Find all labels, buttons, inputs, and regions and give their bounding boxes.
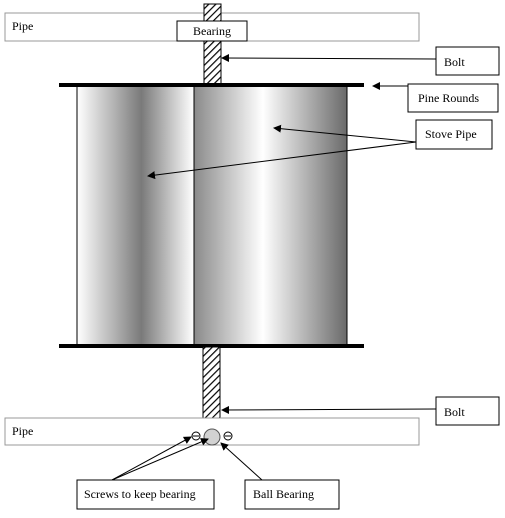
bolt-bottom-label: Bolt — [444, 405, 465, 419]
bolt-top-callout — [435, 46, 500, 76]
bolt-bottom-leader — [221, 405, 437, 414]
stove-pipe-right-half — [193, 84, 348, 347]
bolt-top-leader — [221, 54, 437, 63]
bolt-top-shaft — [203, 3, 222, 85]
bolt-bottom-callout — [435, 396, 500, 426]
ball-bearing-icon — [203, 428, 221, 446]
screws-label: Screws to keep bearing — [84, 487, 196, 501]
stove-pipe-callout — [415, 119, 493, 150]
stove-pipe-leader-left — [147, 141, 417, 180]
stove-pipe-label: Stove Pipe — [425, 127, 477, 141]
screws-leader-right — [111, 438, 209, 481]
ball-bearing-callout — [244, 479, 340, 510]
stove-pipe-leader-right — [273, 124, 417, 143]
pipe-top-label: Pipe — [12, 19, 33, 33]
pine-rounds-label: Pine Rounds — [418, 91, 479, 105]
bolt-bottom-shaft — [202, 346, 221, 430]
ball-bearing-leader — [220, 442, 263, 481]
screws-leader-left — [111, 436, 192, 481]
screws-callout — [76, 479, 215, 510]
bearing-box — [176, 20, 248, 42]
ball-bearing-label: Ball Bearing — [253, 487, 314, 501]
bearing-label: Bearing — [193, 24, 231, 38]
stove-pipe-left-half — [76, 84, 195, 347]
pine-rounds-callout — [407, 83, 499, 113]
bolt-top-label: Bolt — [444, 55, 465, 69]
pipe-bottom-label: Pipe — [12, 424, 33, 438]
